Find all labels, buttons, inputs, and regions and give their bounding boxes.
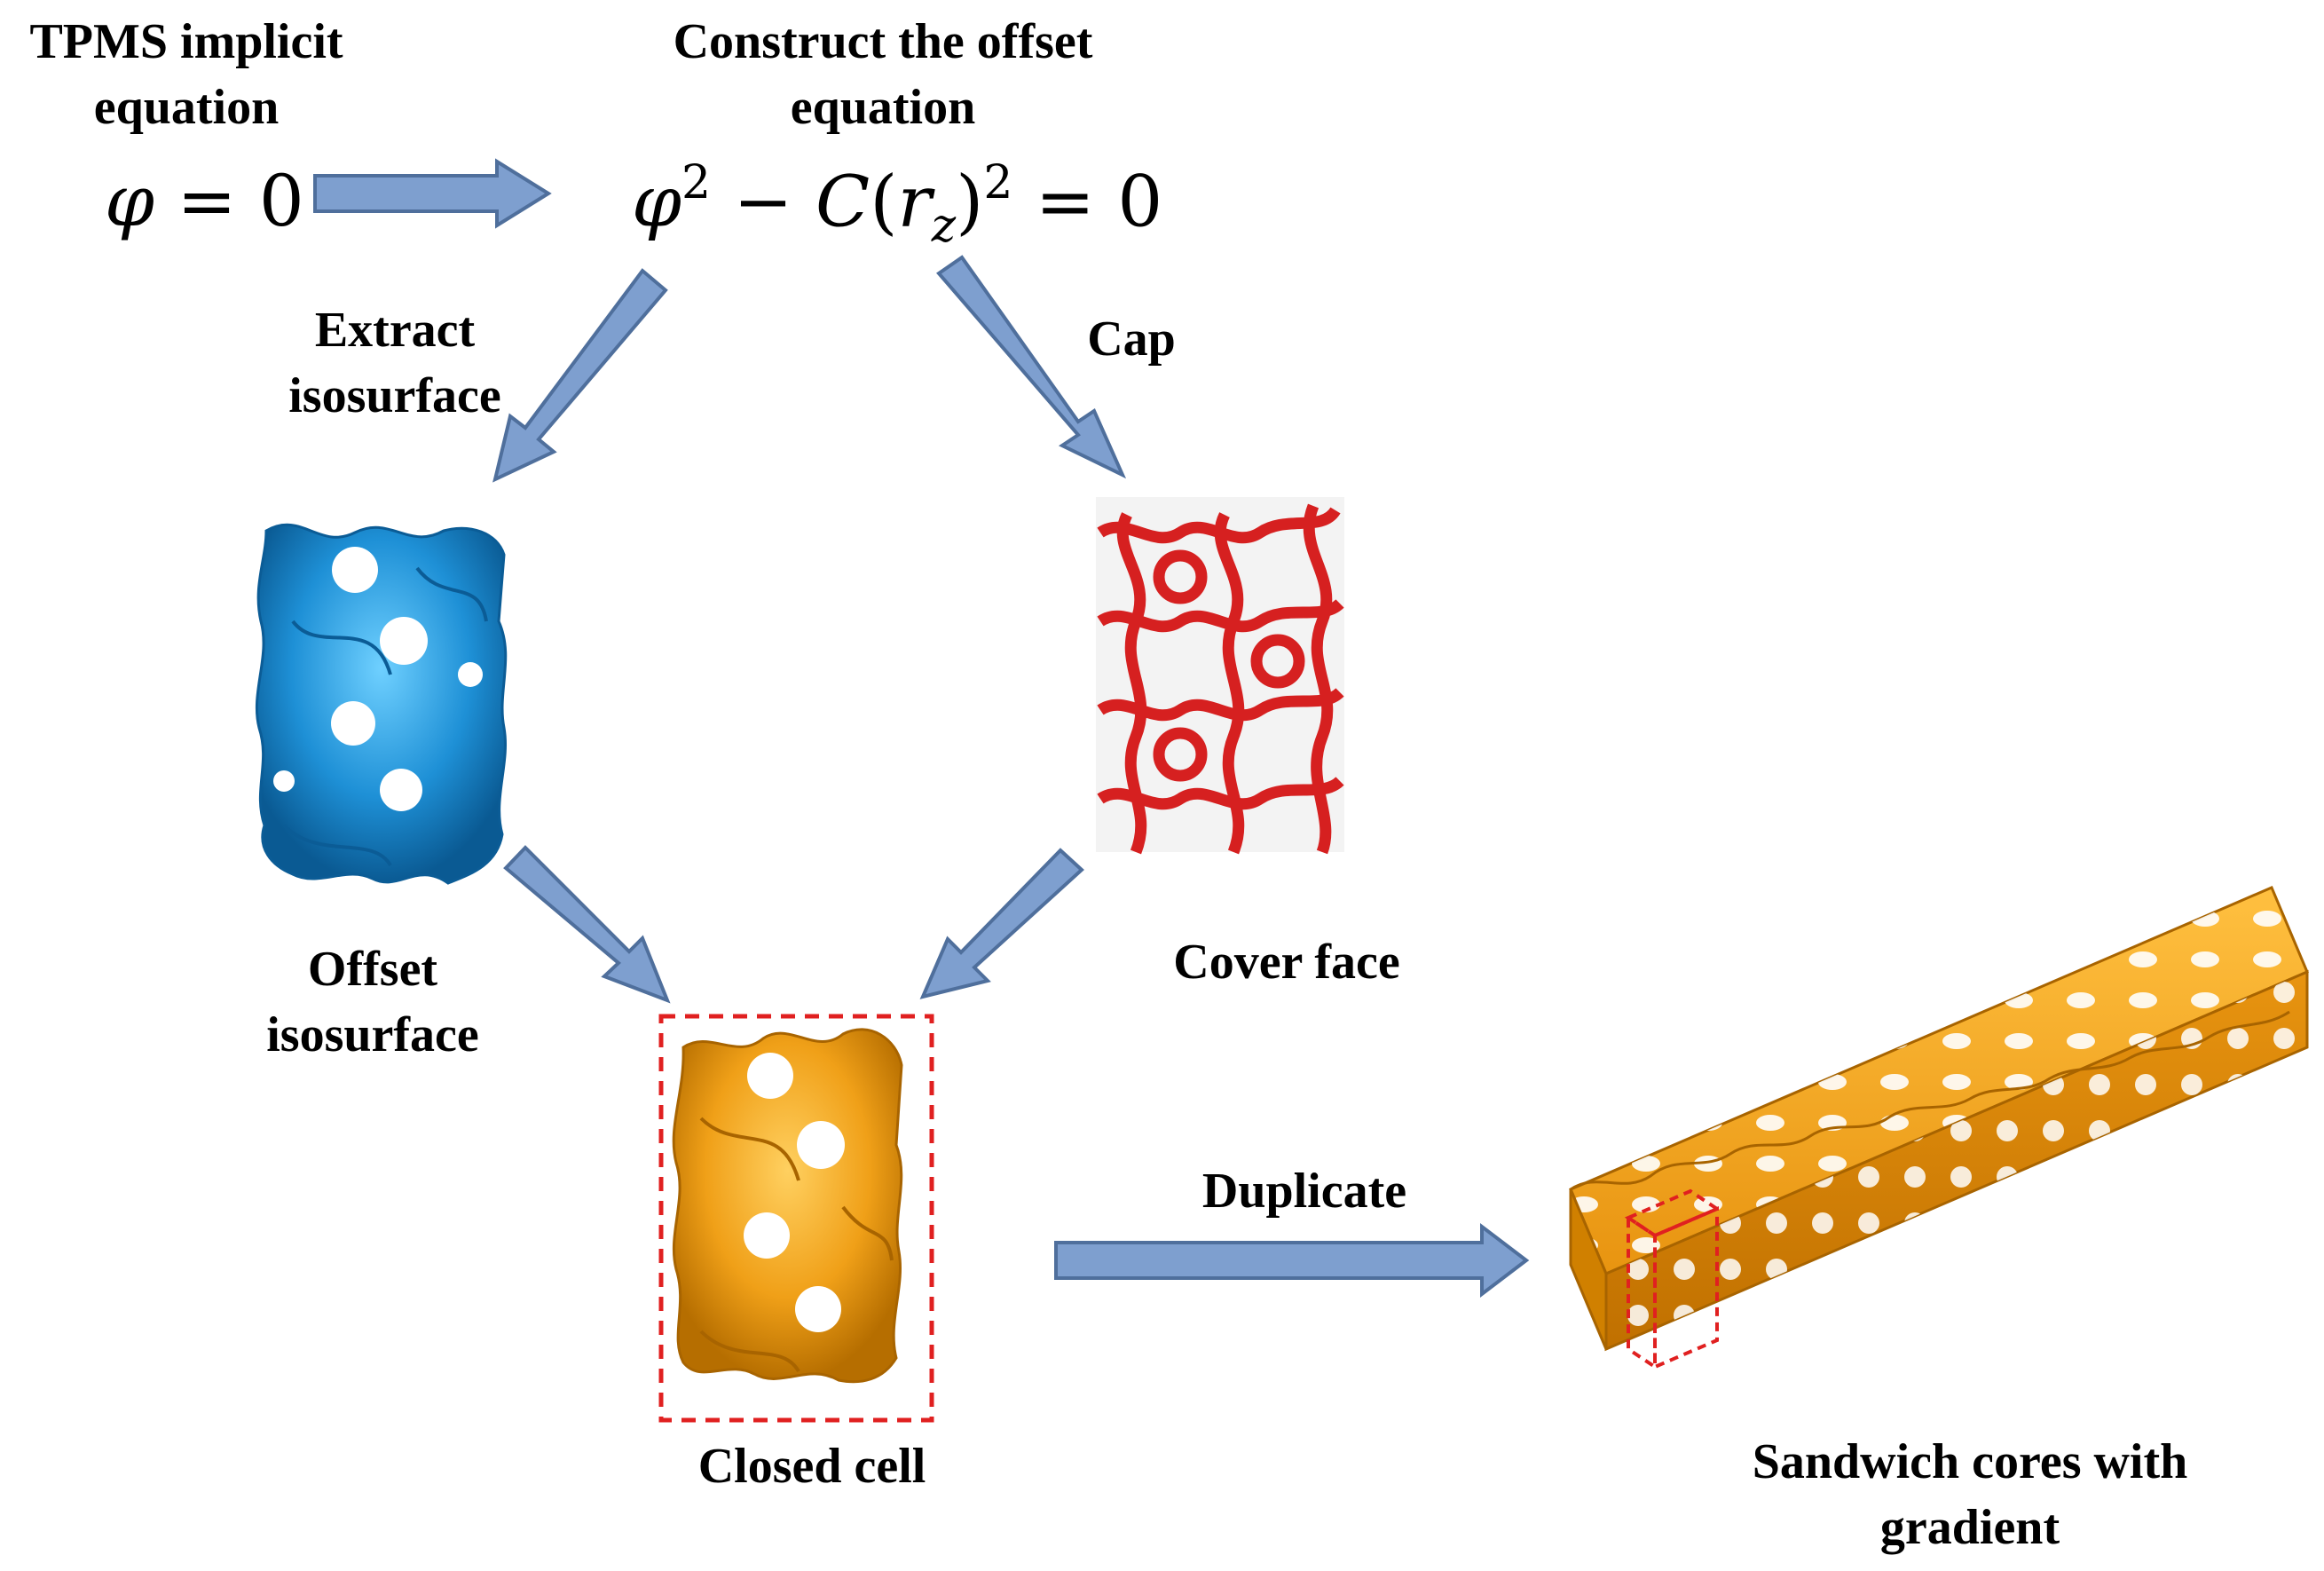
sandwich-core-beam [1569,886,2309,1370]
arrow-right-top [313,158,552,229]
tpms-equation: φ = 0 [105,160,304,242]
closed-cell-label: Closed cell [697,1439,926,1494]
cover-face-red [1096,497,1344,855]
offset-equation: φ2 − C(rz)2 = 0 [632,156,1163,253]
offset-isosurface-blue [255,523,508,885]
closed-cell-dashed-box [658,1014,934,1423]
cover-face-label: Cover face [1173,935,1400,990]
arrow-right-duplicate [1054,1222,1530,1299]
arrow-down-right-to-cell [503,845,671,1004]
duplicate-label: Duplicate [1201,1164,1407,1219]
arrow-down-left-to-cell [919,848,1084,999]
cap-label: Cap [1087,312,1176,367]
beam-unit-cell-marker [1624,1188,1721,1370]
closed-cell-orange [672,1028,903,1384]
